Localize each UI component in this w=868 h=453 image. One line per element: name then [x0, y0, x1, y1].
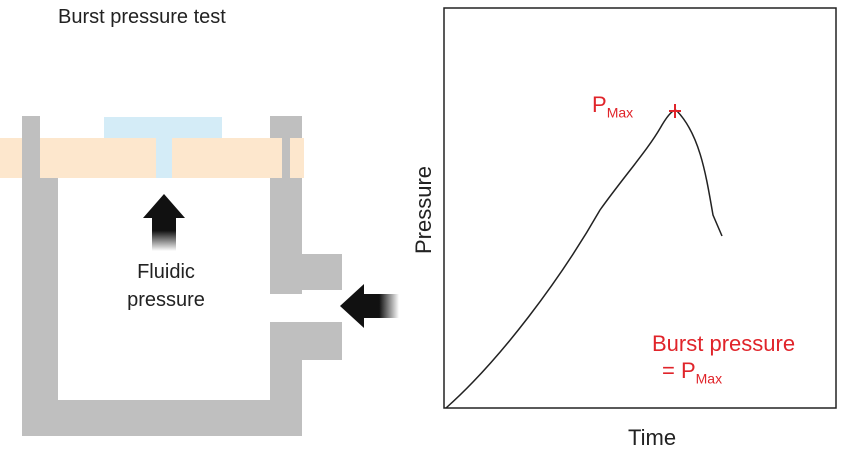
layer-segment-outer-right [290, 138, 304, 178]
result-line2-main: = P [662, 358, 696, 383]
pressure-curve [445, 109, 723, 409]
plot-frame [443, 7, 837, 409]
x-axis-label: Time [628, 425, 677, 450]
left-wall [22, 178, 58, 426]
peak-marker-icon [669, 104, 681, 118]
membrane-channel [156, 138, 172, 178]
right-wall-lower [270, 322, 302, 422]
bonding-layer [0, 138, 304, 178]
left-arrow-icon [340, 284, 399, 328]
result-line2: = PMax [662, 358, 722, 386]
inlet-wall-top [270, 254, 342, 290]
fluidic-label-line1: Fluidic [137, 261, 195, 283]
y-axis-label: Pressure [411, 165, 436, 255]
membrane-top [104, 117, 222, 138]
up-arrow-icon [143, 194, 185, 251]
result-line2-subscript: Max [695, 370, 723, 387]
result-line1: Burst pressure [652, 331, 796, 356]
layer-segment-outer-left [0, 138, 22, 178]
peak-label: PMax [592, 92, 633, 120]
layer-segment-left [40, 138, 156, 178]
peak-label-main: P [592, 92, 607, 117]
fluidic-pressure-label: Fluidic pressure [106, 258, 226, 314]
chamber-walls [22, 116, 342, 436]
left-wall-upper [22, 116, 40, 178]
layer-segment-right [172, 138, 282, 178]
figure-title: Burst pressure test [58, 6, 226, 28]
peak-label-subscript: Max [606, 104, 634, 121]
fluidic-label-line2: pressure [127, 289, 205, 311]
bottom-wall [22, 400, 302, 436]
